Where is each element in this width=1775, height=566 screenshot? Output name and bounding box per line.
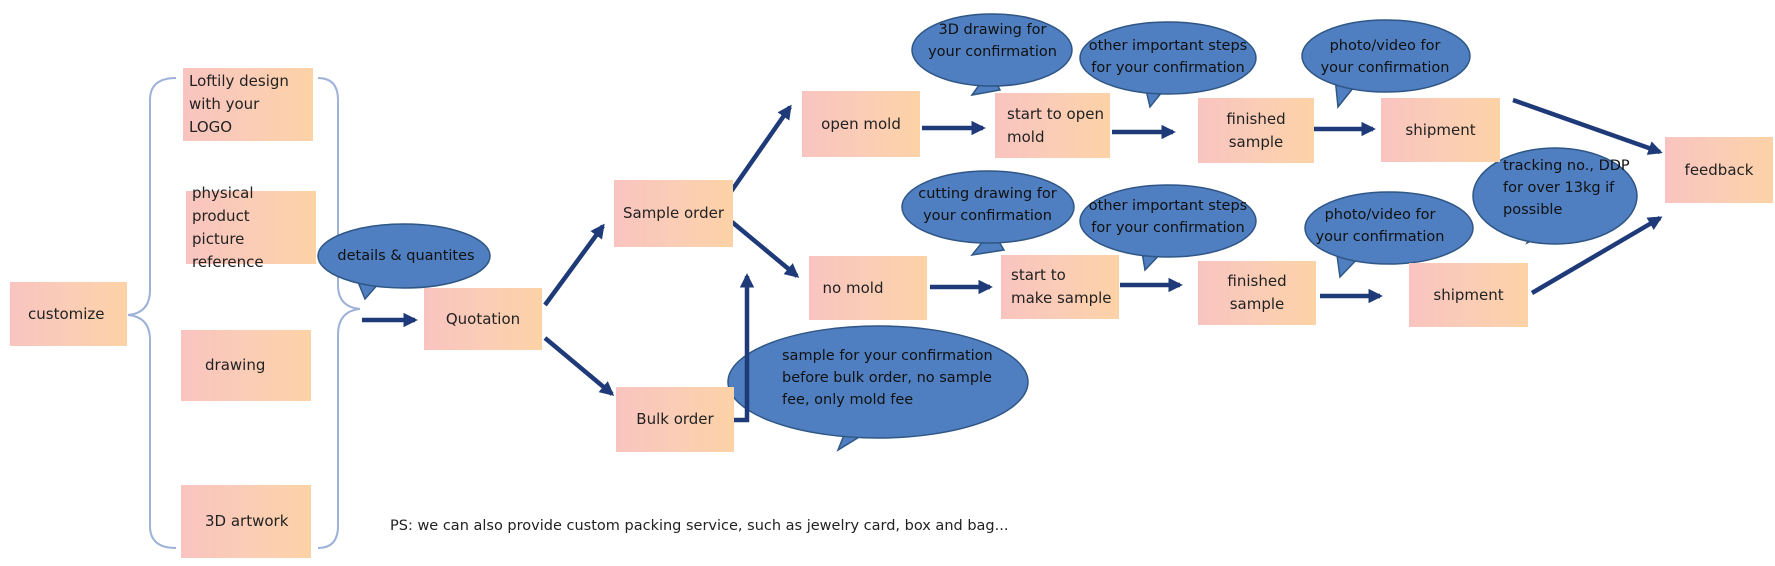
bubble-photo-video-2 xyxy=(1304,191,1474,265)
bubble-other-steps-1-text: other important steps for your confirmat… xyxy=(1088,38,1248,76)
bubble-details-shape xyxy=(317,223,491,289)
arrow-sample-openmold xyxy=(728,104,792,195)
box-no-mold-label: no mold xyxy=(822,278,884,297)
bubble-cutting-drawing xyxy=(901,170,1075,244)
bubble-sample-note-text: sample for your confirmation before bulk… xyxy=(782,348,993,408)
arrow-quotation-bulk xyxy=(543,336,615,396)
box-sample-order: Sample order xyxy=(614,180,733,247)
arrows xyxy=(362,97,1663,423)
bubble-photo-video-1-text: photo/video for your confirmation xyxy=(1320,38,1450,76)
box-physical-reference: physical product picture reference xyxy=(186,184,316,271)
box-logo-design-label: Loftily design with your LOGO xyxy=(189,72,289,136)
box-start-open-mold-label: start to open mold xyxy=(1007,104,1104,146)
box-finished-sample-1: finished sample xyxy=(1198,98,1314,163)
box-3d-artwork-label: 3D artwork xyxy=(205,512,289,530)
box-customize-label: customize xyxy=(28,304,105,323)
box-shipment-2-label: shipment xyxy=(1433,285,1504,304)
bubble-other-steps-2-text: other important steps for your confirmat… xyxy=(1088,198,1248,236)
box-drawing-label: drawing xyxy=(205,356,266,374)
box-physical-reference-label: physical product picture reference xyxy=(192,183,264,271)
bubble-sample-note xyxy=(727,325,1029,439)
box-finished-sample-2: finished sample xyxy=(1198,261,1316,325)
box-open-mold: open mold xyxy=(802,91,920,157)
bubble-details-text: details & quantites xyxy=(337,248,475,264)
arrow-shipment-feedback-2 xyxy=(1530,216,1663,295)
arrow-quotation-sample xyxy=(543,223,605,307)
box-start-make-sample: start to make sample xyxy=(1001,255,1119,319)
arrow-shipment-feedback-1 xyxy=(1512,97,1663,155)
bubble-photo-video-2-text: photo/video for your confirmation xyxy=(1315,207,1445,245)
box-open-mold-label: open mold xyxy=(821,114,901,133)
ps-note: PS: we can also provide custom packing s… xyxy=(390,518,1009,534)
bubbles xyxy=(317,13,1638,452)
bubble-3d-drawing xyxy=(911,13,1073,87)
box-quotation-label: Quotation xyxy=(445,309,521,328)
box-feedback: feedback xyxy=(1665,137,1773,203)
box-drawing: drawing xyxy=(181,330,311,401)
box-3d-artwork: 3D artwork xyxy=(181,485,311,558)
box-finished-sample-1-label: finished sample xyxy=(1226,109,1286,151)
box-shipment-2: shipment xyxy=(1409,263,1528,327)
bubble-cutting-drawing-text: cutting drawing for your confirmation xyxy=(918,186,1057,224)
bubble-3d-drawing-text: 3D drawing for your confirmation xyxy=(928,22,1057,60)
bubble-other-steps-1 xyxy=(1079,21,1257,95)
box-start-open-mold: start to open mold xyxy=(995,93,1110,158)
box-start-make-sample-label: start to make sample xyxy=(1011,266,1112,307)
box-customize: customize xyxy=(10,282,127,346)
bubble-photo-video-1 xyxy=(1301,19,1471,93)
box-no-mold: no mold xyxy=(809,256,927,320)
bubble-tracking xyxy=(1472,147,1638,245)
box-bulk-order-label: Bulk order xyxy=(636,410,714,428)
arrow-bulk-sample xyxy=(732,273,755,423)
bubble-other-steps-2 xyxy=(1079,184,1257,258)
box-shipment-1: shipment xyxy=(1381,98,1500,162)
box-feedback-label: feedback xyxy=(1684,160,1754,179)
box-sample-order-label: Sample order xyxy=(622,204,724,222)
box-shipment-1-label: shipment xyxy=(1405,120,1476,139)
box-bulk-order: Bulk order xyxy=(616,387,734,452)
box-quotation: Quotation xyxy=(424,288,542,350)
right-brace-upper xyxy=(317,77,361,549)
left-brace xyxy=(127,77,177,549)
box-finished-sample-2-label: finished sample xyxy=(1227,272,1287,313)
box-logo-design: Loftily design with your LOGO xyxy=(183,68,313,141)
bubble-tracking-text: tracking no., DDP for over 13kg if possi… xyxy=(1503,158,1630,218)
arrow-sample-nomold xyxy=(730,220,800,278)
